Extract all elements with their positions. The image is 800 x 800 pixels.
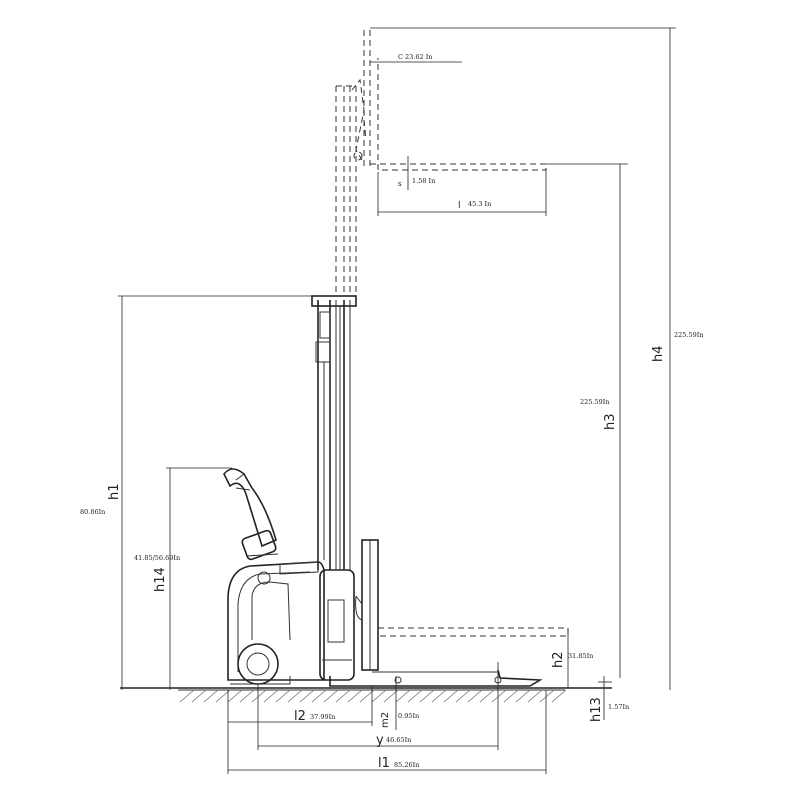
dimension-c-value: C 23.62 In: [398, 53, 432, 61]
dimension-m2-value: 0.95In: [398, 712, 419, 720]
mast-extended: [335, 30, 371, 296]
dimension-y-symbol: y: [376, 733, 384, 748]
dimension-l2: l2 37.99In: [227, 686, 373, 774]
dimension-l-symbol: l: [458, 201, 461, 211]
dimension-l2-value: 37.99In: [310, 713, 335, 721]
dimension-h3-value: 225.59In: [580, 398, 610, 406]
dimension-y-value: 46.65In: [386, 736, 411, 744]
dimension-h14-symbol: h14: [153, 567, 168, 592]
dimension-h2-value: 31.85In: [568, 652, 593, 660]
dimension-h4: h4 225.59In: [370, 27, 704, 690]
mast-base-cover: [319, 569, 355, 681]
dimension-s: s 1.58 In: [398, 156, 435, 190]
dimension-h1: h1 80.86In: [80, 295, 314, 690]
dimension-h13: h13 1.57In: [589, 676, 629, 722]
forks-lowered: [378, 627, 569, 637]
dimension-h4-symbol: h4: [651, 345, 666, 362]
dimension-h3: h3 225.59In: [546, 163, 628, 678]
mast: [311, 295, 357, 570]
dimension-h2: h2 31.85In: [551, 628, 593, 688]
dimension-s-value: 1.58 In: [412, 177, 435, 185]
ground-line: [120, 687, 612, 703]
dimension-h13-value: 1.57In: [608, 703, 629, 711]
dimension-l2-symbol: l2: [294, 709, 306, 724]
dimension-h14: h14 41.85/56.69In: [134, 467, 232, 690]
dimension-h13-symbol: h13: [589, 697, 604, 722]
dimension-h14-value: 41.85/56.69In: [134, 554, 180, 562]
dimension-h1-symbol: h1: [107, 483, 122, 500]
dimension-h3-symbol: h3: [603, 413, 618, 430]
stacker-machine: [223, 30, 569, 687]
dimension-h2-symbol: h2: [551, 651, 566, 668]
dimension-h4-value: 225.59In: [674, 331, 704, 339]
dimension-y: y 46.65In: [257, 662, 499, 750]
dimension-c: C 23.62 In: [370, 53, 462, 63]
dimension-l1: l1 85.26In: [228, 690, 547, 774]
dimension-l-value: 45.3 In: [468, 200, 491, 208]
dimension-m2-symbol: m2: [380, 712, 391, 728]
dimension-l1-symbol: l1: [378, 756, 390, 771]
straddle-legs: [329, 669, 543, 687]
ground-hatching: [179, 689, 567, 703]
forks-raised: [370, 58, 547, 171]
dimension-m2: m2 0.95In: [380, 676, 419, 730]
chassis-body: [227, 561, 325, 681]
drive-wheel: [237, 643, 279, 685]
tiller-arm: [223, 468, 277, 548]
dimension-s-symbol: s: [398, 180, 402, 188]
dimension-h1-value: 80.86In: [80, 508, 105, 516]
dimension-l1-value: 85.26In: [394, 761, 419, 769]
fork-carriage: [355, 539, 379, 671]
dimension-l: l 45.3 In: [377, 168, 547, 216]
